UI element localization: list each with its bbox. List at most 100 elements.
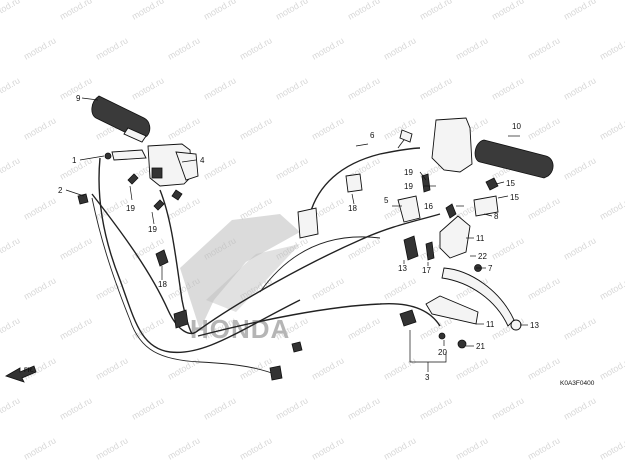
watermark-text: motod.ru	[562, 0, 598, 22]
watermark-text: motod.ru	[418, 315, 454, 341]
callout-8: 8	[494, 212, 499, 221]
callout-9: 9	[76, 94, 81, 103]
left-grip	[91, 95, 151, 143]
watermark-text: motod.ru	[562, 395, 598, 421]
watermark-text: motod.ru	[346, 0, 382, 22]
callout-6: 6	[370, 131, 375, 140]
watermark-text: motod.ru	[418, 75, 454, 101]
watermark-text: motod.ru	[598, 435, 625, 461]
watermark-text: motod.ru	[346, 235, 382, 261]
left-switch-housing	[104, 143, 199, 187]
callout-10: 10	[512, 122, 521, 131]
watermark-text: motod.ru	[22, 35, 58, 61]
watermark-text: motod.ru	[562, 155, 598, 181]
callout-1: 1	[72, 156, 77, 165]
watermark-text: motod.ru	[238, 435, 274, 461]
watermark-text: motod.ru	[310, 35, 346, 61]
watermark-text: motod.ru	[490, 235, 526, 261]
callout-19-a: 19	[126, 204, 135, 213]
callout-17: 17	[422, 266, 431, 275]
right-switch-housing	[297, 117, 473, 239]
watermark-text: motod.ru	[94, 355, 130, 381]
callout-19-b: 19	[148, 225, 157, 234]
watermark-text: motod.ru	[202, 75, 238, 101]
watermark-text: motod.ru	[22, 275, 58, 301]
watermark-text: motod.ru	[346, 75, 382, 101]
watermark-text: motod.ru	[130, 0, 166, 22]
front-label: FR.	[24, 368, 34, 374]
watermark-text: motod.ru	[94, 275, 130, 301]
watermark-text: motod.ru	[0, 0, 22, 22]
callout-13: 13	[530, 321, 539, 330]
watermark-text: motod.ru	[562, 235, 598, 261]
watermark-text: motod.ru	[202, 395, 238, 421]
watermark-text: motod.ru	[418, 0, 454, 22]
front-arrow-icon	[5, 365, 37, 383]
watermark-text: motod.ru	[526, 275, 562, 301]
watermark-text: motod.ru	[94, 35, 130, 61]
callout-7: 7	[488, 264, 493, 273]
callout-19-c: 19	[404, 168, 413, 177]
watermark-text: motod.ru	[598, 195, 625, 221]
watermark-text: motod.ru	[22, 195, 58, 221]
callout-5: 5	[384, 196, 389, 205]
drawing-code: K0A3F0400	[560, 380, 595, 387]
watermark-text: motod.ru	[0, 235, 22, 261]
leader-lines	[65, 97, 528, 372]
watermark-text: motod.ru	[418, 395, 454, 421]
watermark-text: motod.ru	[382, 355, 418, 381]
callout-labels: 9 1 2 4 19 19 18 6 10 18 5 19 19 15 15 1…	[58, 94, 539, 382]
watermark-text: motod.ru	[490, 0, 526, 22]
watermark-text: motod.ru	[346, 395, 382, 421]
watermark-text: motod.ru	[166, 195, 202, 221]
watermark-text: motod.ru	[0, 315, 22, 341]
callout-14: 13	[398, 264, 407, 273]
watermark-text: motod.ru	[382, 275, 418, 301]
watermark-text: motod.ru	[0, 395, 22, 421]
watermark-text: motod.ru	[526, 195, 562, 221]
callout-18-a: 18	[158, 280, 167, 289]
callout-19-d: 19	[404, 182, 413, 191]
watermark-text: motod.ru	[310, 275, 346, 301]
watermark-text: motod.ru	[202, 155, 238, 181]
cable-ends	[77, 193, 417, 381]
watermark-text: motod.ru	[346, 315, 382, 341]
callout-18-b: 18	[348, 204, 357, 213]
watermark-text: motod.ru	[598, 275, 625, 301]
watermark-text: motod.ru	[562, 75, 598, 101]
watermark-text: motod.ru	[526, 35, 562, 61]
watermark-text: motod.ru	[22, 115, 58, 141]
front-direction-indicator: FR.	[5, 365, 37, 383]
watermark-text: motod.ru	[274, 395, 310, 421]
watermark-text: motod.ru	[310, 115, 346, 141]
callout-4: 4	[200, 156, 205, 165]
brand-logo: HONDA	[180, 214, 300, 344]
watermark-text: motod.ru	[274, 155, 310, 181]
watermark-text: motod.ru	[526, 435, 562, 461]
watermark-text: motod.ru	[598, 115, 625, 141]
watermark-text: motod.ru	[0, 75, 22, 101]
watermark-text: motod.ru	[0, 155, 22, 181]
watermark-text: motod.ru	[202, 0, 238, 22]
watermark-text: motod.ru	[490, 395, 526, 421]
watermark-text: motod.ru	[382, 35, 418, 61]
left-fasteners	[127, 173, 183, 267]
watermark-text: motod.ru	[274, 75, 310, 101]
callout-3: 3	[425, 373, 430, 382]
watermark-text: motod.ru	[166, 355, 202, 381]
watermark-text: motod.ru	[490, 75, 526, 101]
watermark-text: motod.ru	[166, 435, 202, 461]
watermark-text: motod.ru	[22, 435, 58, 461]
watermark-text: motod.ru	[454, 435, 490, 461]
watermark-text: motod.ru	[58, 0, 94, 22]
watermark-text: motod.ru	[130, 75, 166, 101]
watermark-text: motod.ru	[58, 235, 94, 261]
callout-15-a: 15	[506, 179, 515, 188]
watermark-text: motod.ru	[130, 395, 166, 421]
watermark-text: motod.ru	[58, 315, 94, 341]
callout-11: 11	[486, 320, 495, 329]
callout-2: 2	[58, 186, 63, 195]
watermark-text: motod.ru	[238, 115, 274, 141]
watermark-text: motod.ru	[598, 35, 625, 61]
